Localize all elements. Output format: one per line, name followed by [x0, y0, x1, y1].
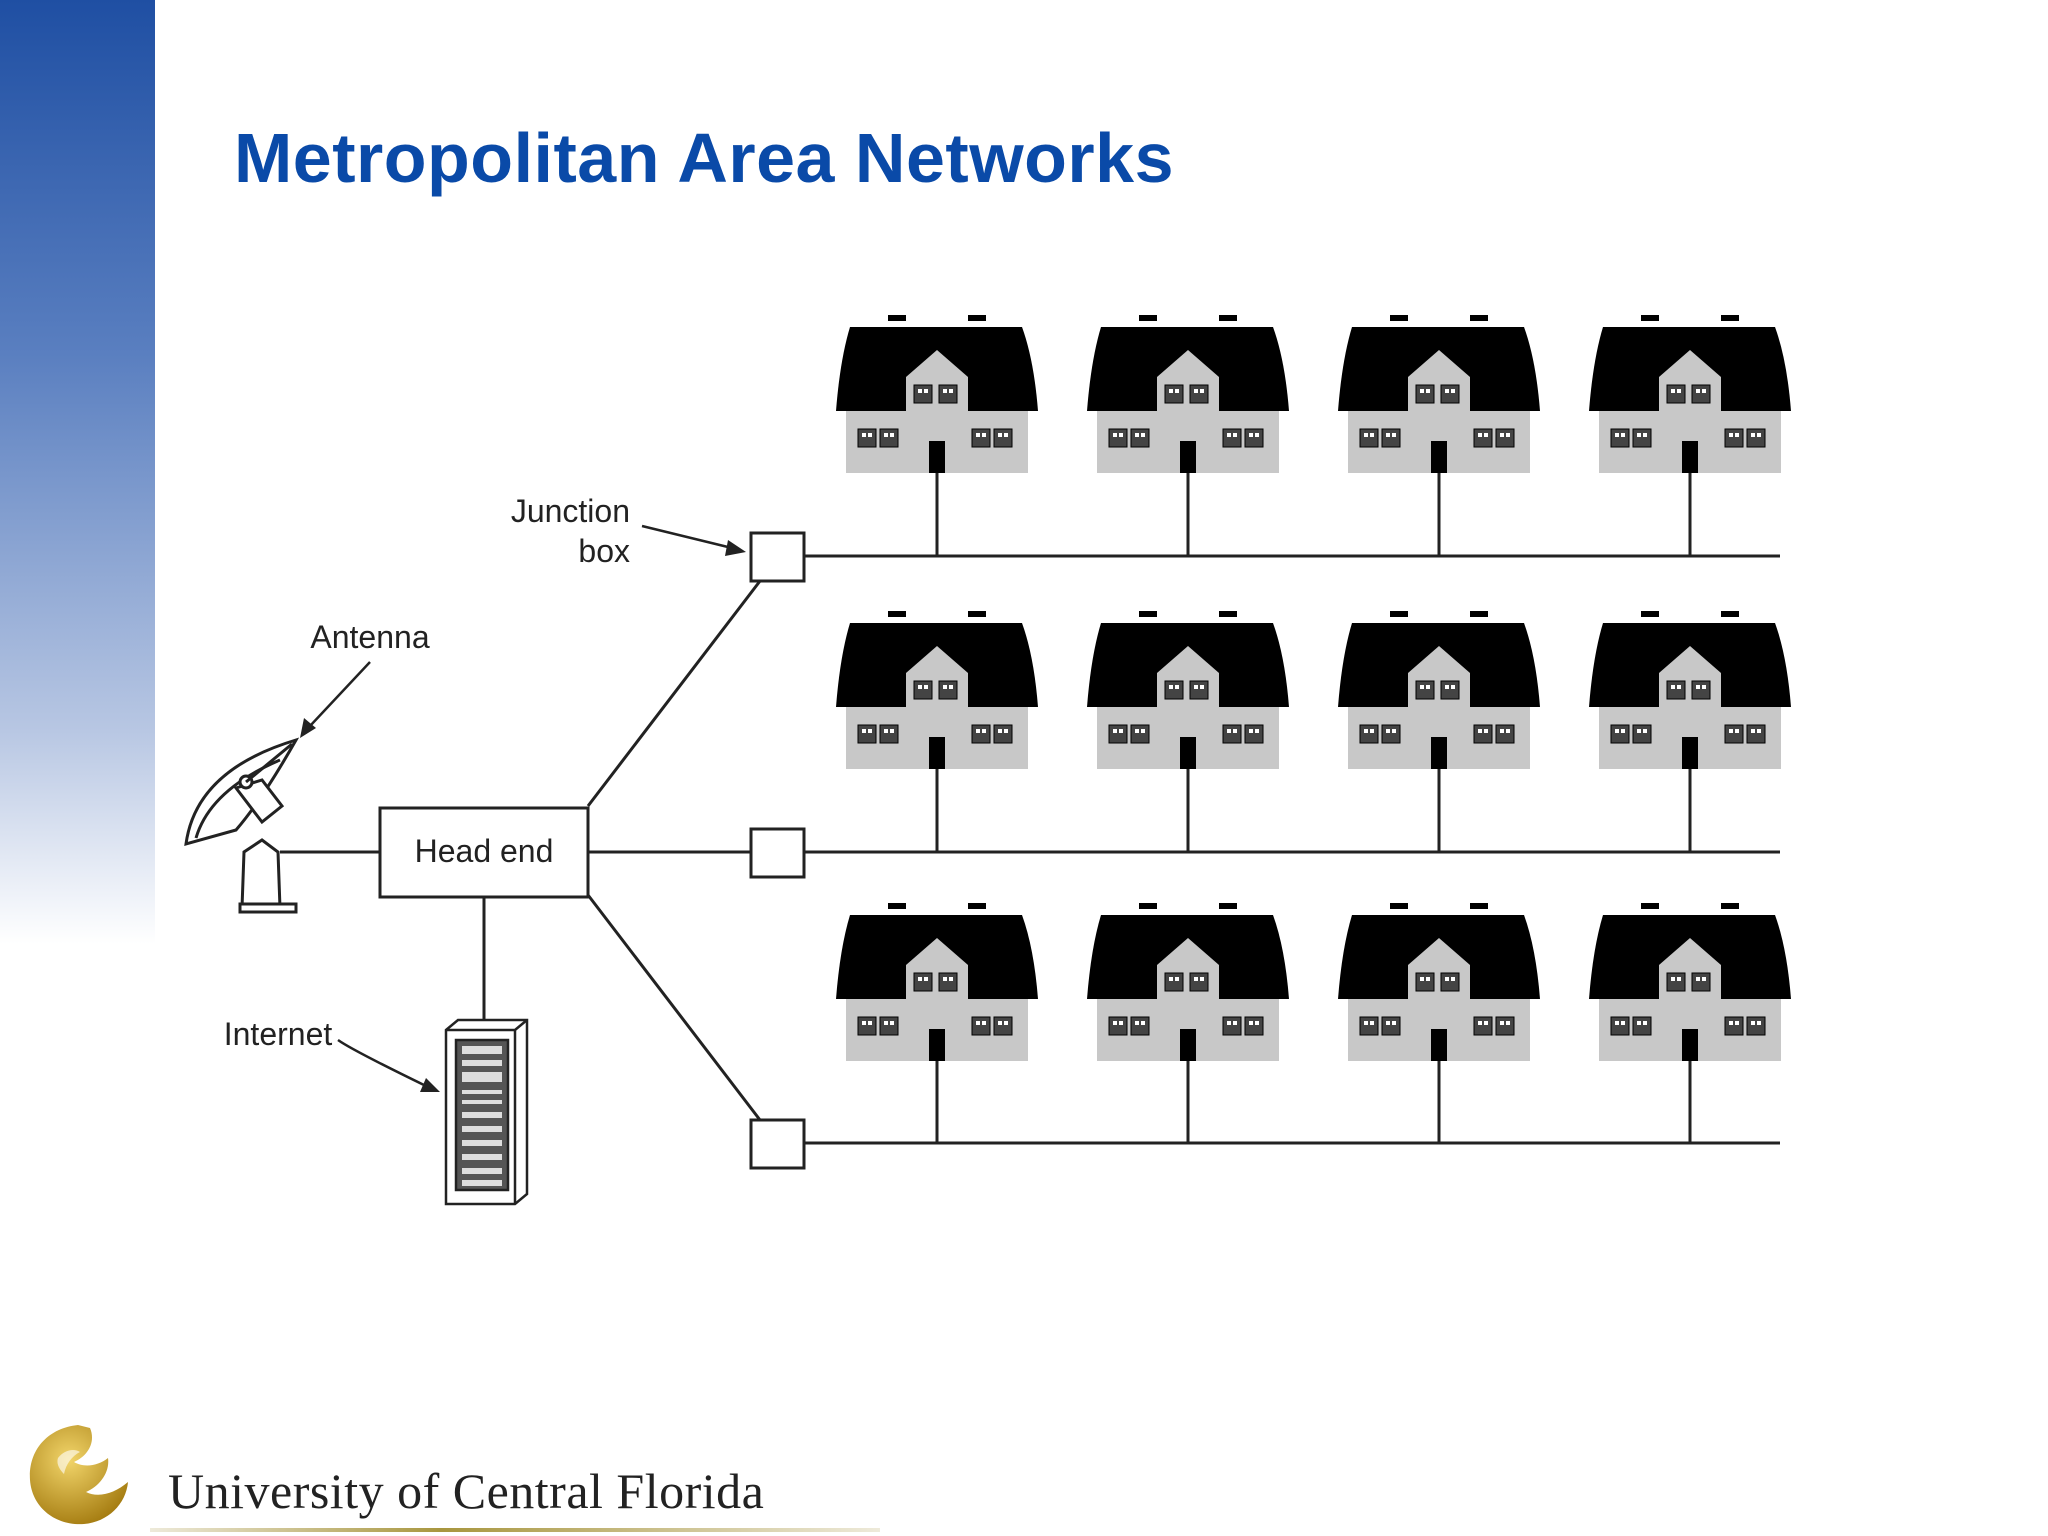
slide-title: Metropolitan Area Networks: [234, 119, 1175, 197]
house-row-2: [749, 610, 1792, 879]
junction-box-label-line2: box: [578, 533, 630, 569]
junction-box-arrow: [641, 524, 746, 556]
footer-underline: [150, 1528, 880, 1532]
head-end-label: Head end: [415, 833, 554, 869]
antenna-label: Antenna: [310, 619, 429, 655]
head-end-box: [378, 806, 590, 899]
house: [1337, 610, 1541, 770]
antenna-icon: [184, 737, 300, 914]
junction-box-1: [749, 531, 806, 583]
house-row-3: [749, 902, 1792, 1170]
house: [1588, 314, 1792, 474]
feeder-lines: [280, 580, 762, 1121]
footer-university-name: University of Central Florida: [168, 1463, 765, 1519]
house: [1086, 314, 1290, 474]
ucf-pegasus-logo: [29, 1425, 128, 1525]
house: [835, 314, 1039, 474]
house: [1337, 314, 1541, 474]
house: [835, 610, 1039, 770]
antenna-arrow: [300, 661, 371, 738]
house-row-1: [749, 314, 1792, 583]
junction-box-label-line1: Junction: [511, 493, 630, 529]
house: [1337, 902, 1541, 1062]
server-icon: [444, 1018, 529, 1206]
house: [1086, 902, 1290, 1062]
internet-label: Internet: [224, 1016, 333, 1052]
internet-arrow: [337, 1038, 440, 1092]
junction-box-2: [749, 827, 806, 879]
house: [1588, 610, 1792, 770]
house: [1086, 610, 1290, 770]
house: [835, 902, 1039, 1062]
house: [1588, 902, 1792, 1062]
junction-box-3: [749, 1118, 806, 1170]
side-gradient-bar: [0, 0, 155, 1180]
